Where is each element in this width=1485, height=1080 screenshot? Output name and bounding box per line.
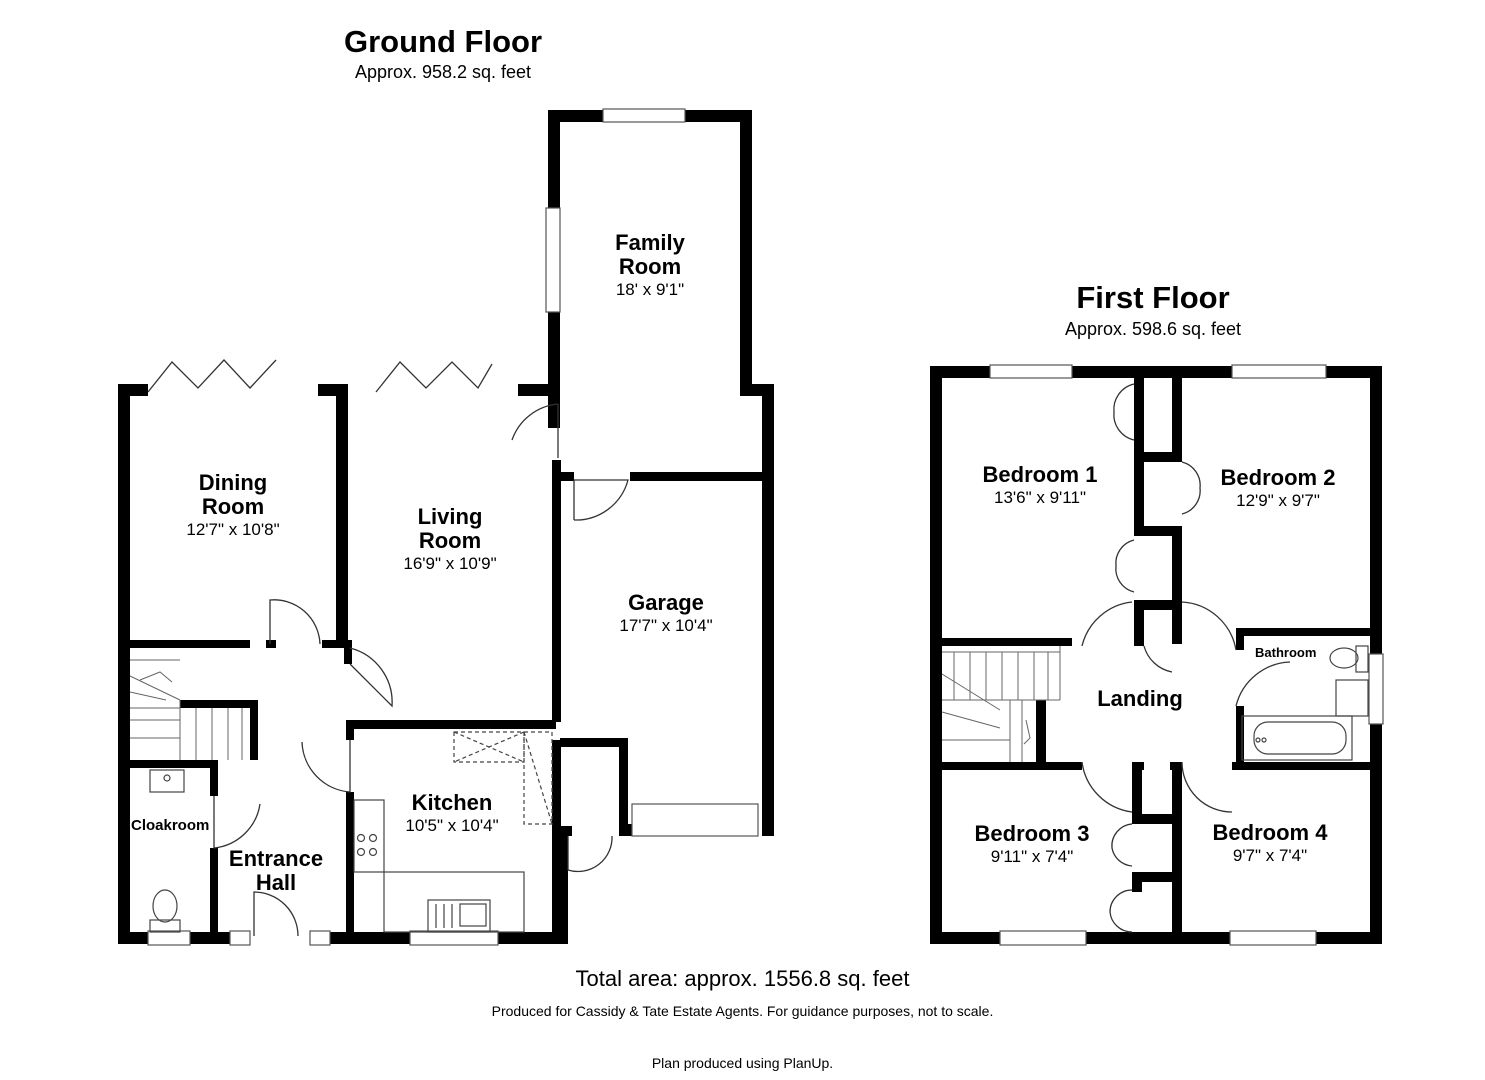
kitchen-name: Kitchen bbox=[411, 790, 493, 815]
kitchen-dimensions: 10'5" x 10'4" bbox=[405, 816, 499, 835]
bedroom1-label: Bedroom 1 13'6" x 9'11" bbox=[960, 462, 1120, 508]
bedroom1-dimensions: 13'6" x 9'11" bbox=[994, 488, 1086, 507]
entrance-hall-name-line1: Entrance bbox=[228, 846, 324, 871]
living-room-dimensions: 16'9" x 10'9" bbox=[403, 554, 497, 573]
cloakroom-name: Cloakroom bbox=[131, 817, 210, 834]
entrance-hall-label: Entrance Hall bbox=[206, 846, 346, 896]
dining-room-name-line1: Dining bbox=[198, 470, 268, 495]
family-room-label: Family Room 18' x 9'1" bbox=[580, 230, 720, 300]
living-room-name-line2: Room bbox=[418, 528, 482, 553]
bedroom4-dimensions: 9'7" x 7'4" bbox=[1232, 846, 1308, 865]
dining-room-dimensions: 12'7" x 10'8" bbox=[186, 520, 280, 539]
bedroom2-label: Bedroom 2 12'9" x 9'7" bbox=[1198, 465, 1358, 511]
bedroom4-name: Bedroom 4 bbox=[1212, 820, 1328, 845]
bedroom4-label: Bedroom 4 9'7" x 7'4" bbox=[1190, 820, 1350, 866]
windows bbox=[147, 108, 1384, 946]
bedroom2-name: Bedroom 2 bbox=[1220, 465, 1336, 490]
first-floor-walls bbox=[930, 366, 1382, 944]
door-swings bbox=[147, 359, 1291, 937]
first-floor-area: Approx. 598.6 sq. feet bbox=[1064, 319, 1242, 339]
dining-room-name-line2: Room bbox=[201, 494, 265, 519]
first-floor-title: First Floor bbox=[1076, 280, 1230, 315]
kitchen-label: Kitchen 10'5" x 10'4" bbox=[372, 790, 532, 836]
plan-credit: Plan produced using PlanUp. bbox=[651, 1055, 834, 1071]
garage-name: Garage bbox=[628, 590, 704, 615]
family-room-dimensions: 18' x 9'1" bbox=[615, 280, 685, 299]
produced-for-note: Produced for Cassidy & Tate Estate Agent… bbox=[491, 1003, 994, 1019]
ground-floor-title: Ground Floor bbox=[343, 24, 543, 59]
ground-floor-walls bbox=[118, 110, 774, 944]
bedroom3-label: Bedroom 3 9'11" x 7'4" bbox=[952, 821, 1112, 867]
landing-name: Landing bbox=[1097, 686, 1183, 711]
family-room-name-line1: Family bbox=[615, 230, 685, 255]
entrance-hall-name-line2: Hall bbox=[255, 870, 297, 895]
family-room-name-line2: Room bbox=[618, 254, 682, 279]
living-room-label: Living Room 16'9" x 10'9" bbox=[370, 504, 530, 574]
dining-room-label: Dining Room 12'7" x 10'8" bbox=[153, 470, 313, 540]
ground-floor-area: Approx. 958.2 sq. feet bbox=[354, 62, 532, 82]
bedroom2-dimensions: 12'9" x 9'7" bbox=[1236, 491, 1320, 510]
living-room-name-line1: Living bbox=[417, 504, 483, 529]
bedroom3-name: Bedroom 3 bbox=[974, 821, 1090, 846]
garage-dimensions: 17'7" x 10'4" bbox=[619, 616, 713, 635]
stairs bbox=[129, 646, 1061, 762]
garage-label: Garage 17'7" x 10'4" bbox=[586, 590, 746, 636]
total-area: Total area: approx. 1556.8 sq. feet bbox=[575, 966, 910, 991]
bathroom-name: Bathroom bbox=[1255, 645, 1317, 660]
bedroom3-dimensions: 9'11" x 7'4" bbox=[990, 847, 1074, 866]
bedroom1-name: Bedroom 1 bbox=[982, 462, 1098, 487]
fixtures bbox=[149, 645, 1369, 933]
